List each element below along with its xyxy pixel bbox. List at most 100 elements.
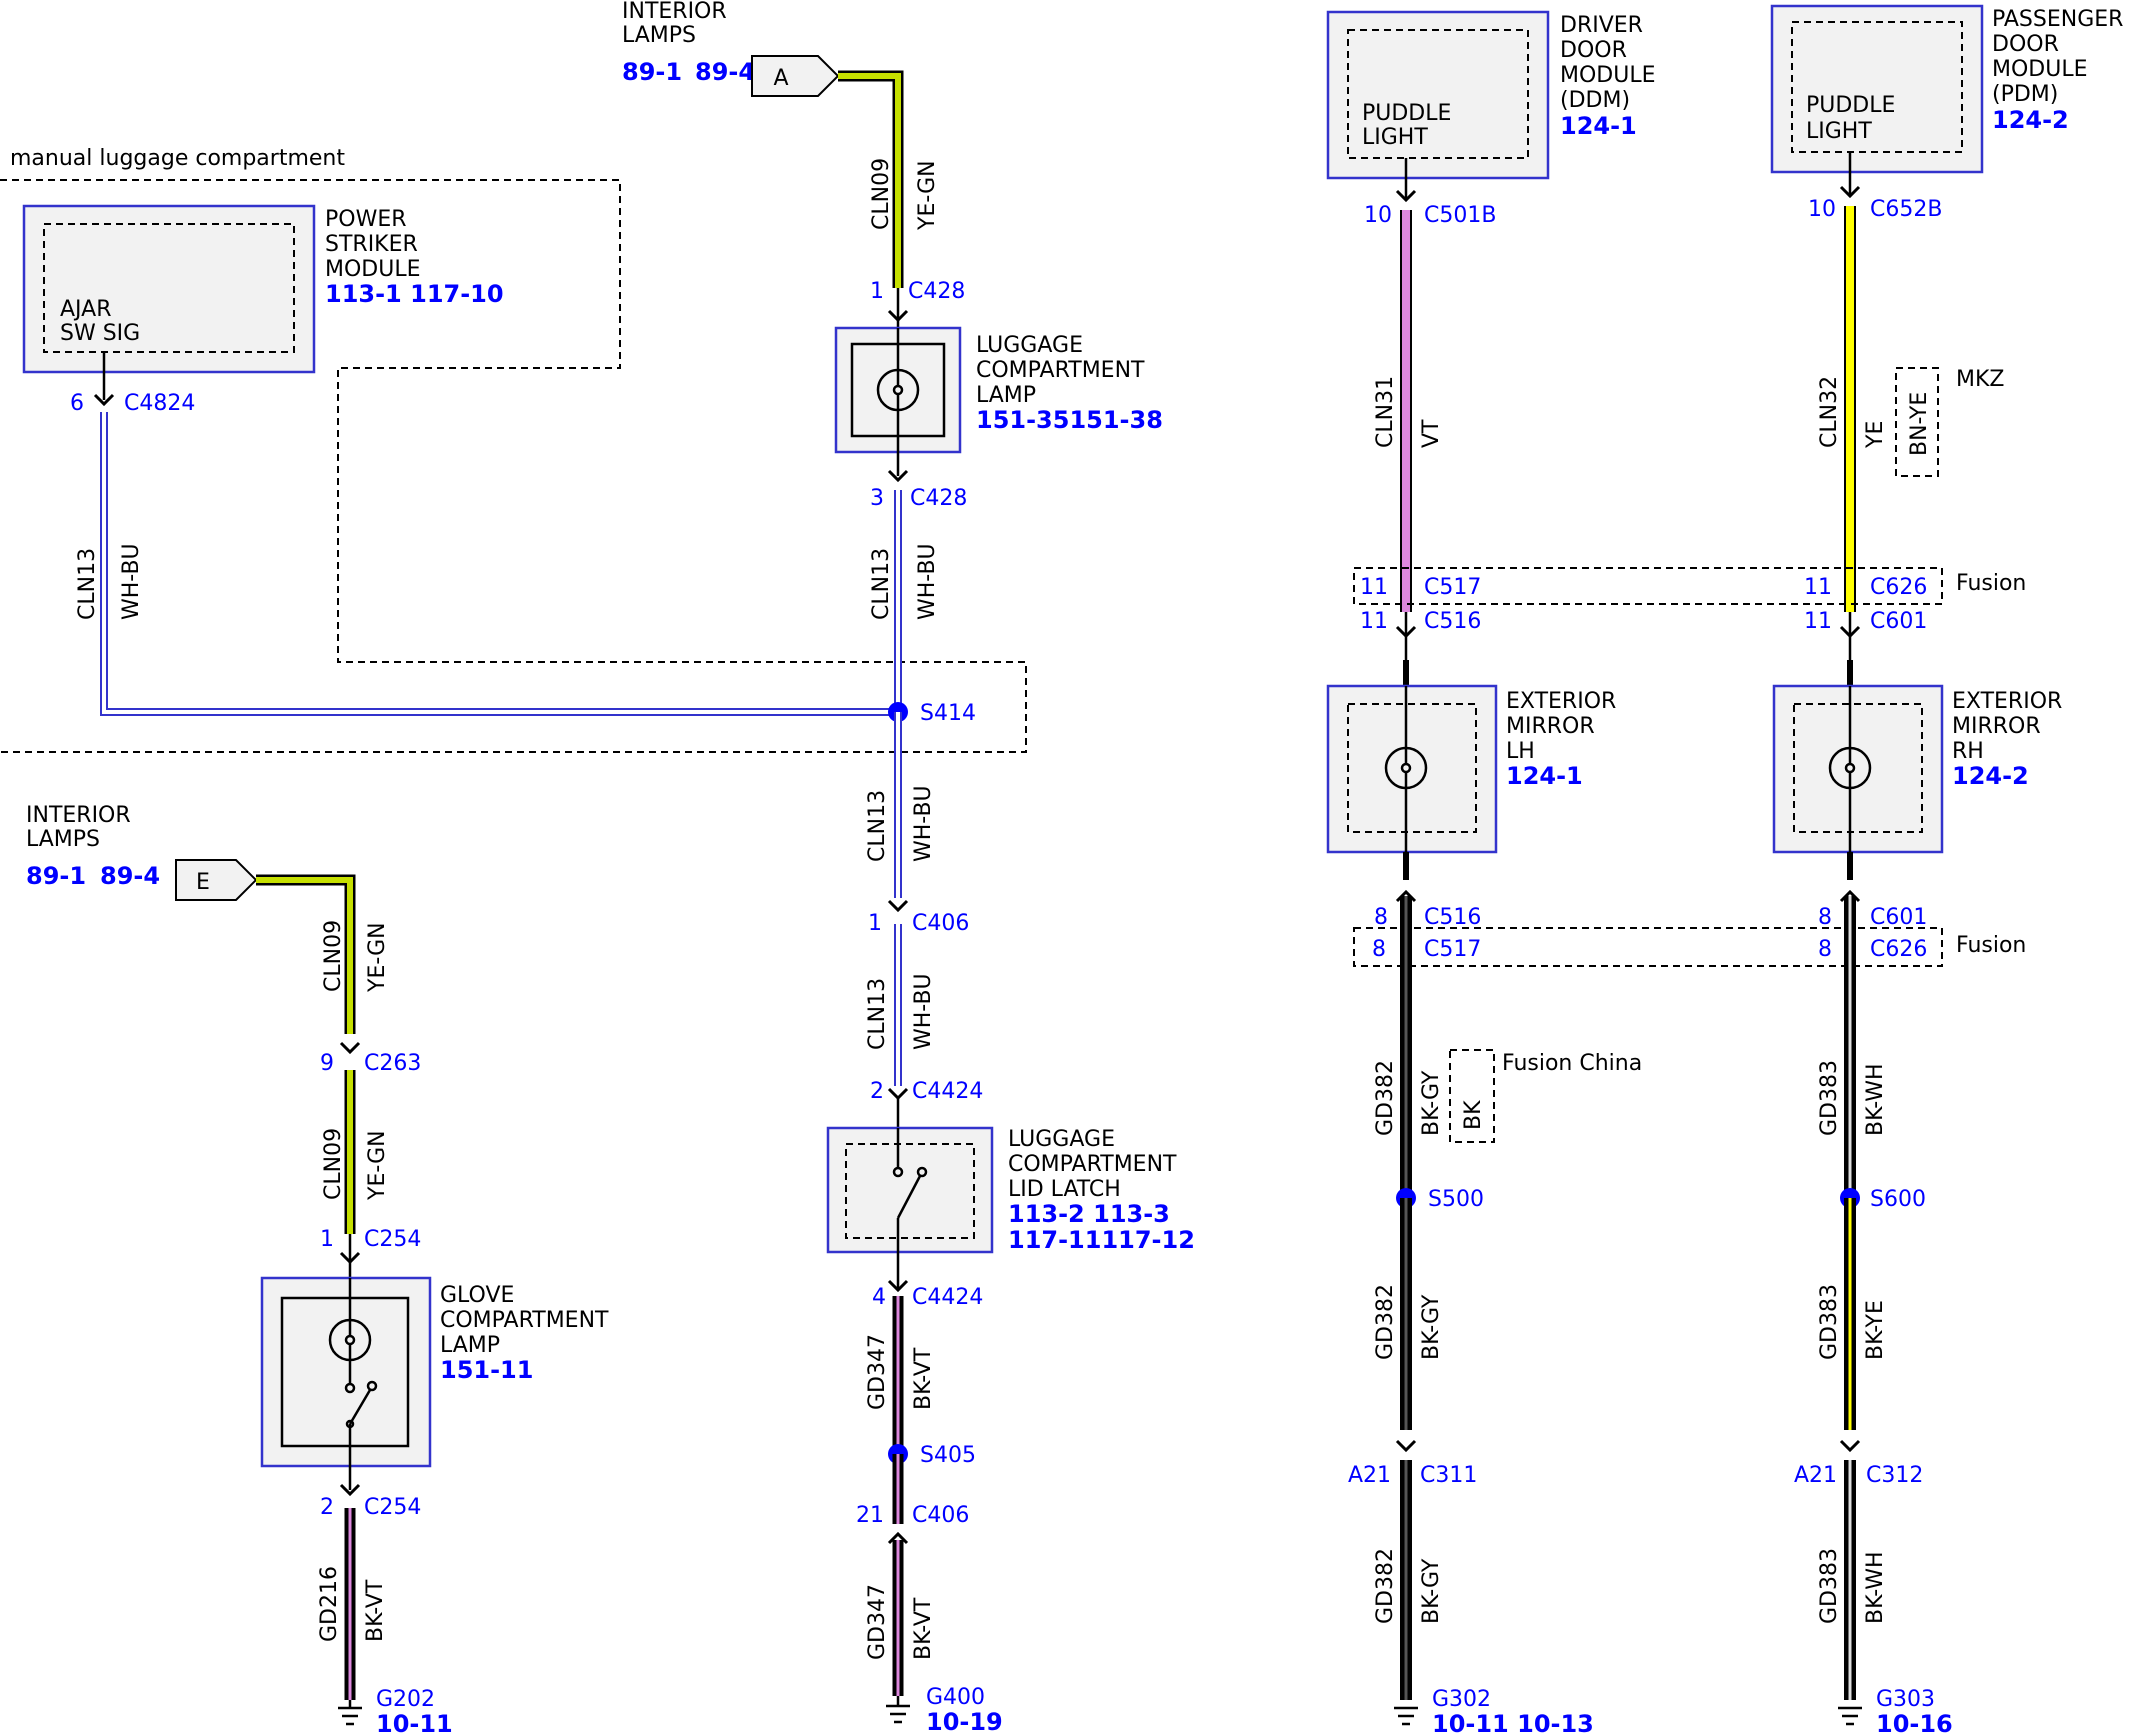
wire-gd382-b: GD382 BK-GY [1373,1198,1444,1452]
svg-text:124-1: 124-1 [1560,112,1637,140]
svg-text:Fusion: Fusion [1956,933,2026,958]
pin-c517-8: 8 C517 [1372,937,1481,962]
svg-text:COMPARTMENT: COMPARTMENT [1008,1152,1177,1177]
pin-c516-8: 8 C516 [1374,905,1481,930]
wire-cln31: CLN31 VT [1373,210,1444,612]
connector-a-ref-2: 89-4 [695,58,755,86]
svg-text:10: 10 [1808,197,1836,222]
svg-text:4: 4 [872,1285,886,1310]
svg-text:C516: C516 [1424,609,1481,634]
pin-c4424-4: 4 C4424 [872,1279,983,1310]
svg-text:1: 1 [870,279,884,304]
svg-text:DRIVER: DRIVER [1560,13,1643,38]
svg-text:11: 11 [1360,609,1388,634]
svg-text:9: 9 [320,1051,334,1076]
svg-text:GD382: GD382 [1373,1284,1398,1360]
svg-text:3: 3 [870,486,884,511]
svg-text:C312: C312 [1866,1463,1923,1488]
pin-c626-8: 8 C626 [1818,937,1927,962]
pin-c254-2: 2 C254 [320,1483,421,1520]
svg-text:S405: S405 [920,1443,976,1468]
svg-text:LH: LH [1506,739,1535,764]
manual-luggage-zone: manual luggage compartment [0,146,1027,753]
svg-text:LID LATCH: LID LATCH [1008,1177,1121,1202]
svg-text:MODULE: MODULE [1992,57,2088,82]
svg-text:C4424: C4424 [912,1079,983,1104]
svg-text:10-11: 10-11 [376,1710,453,1735]
svg-text:CLN13: CLN13 [75,548,100,620]
svg-text:11: 11 [1360,575,1388,600]
svg-text:BK-WH: BK-WH [1863,1063,1888,1136]
wire-gd383-b: GD383 BK-YE [1817,1198,1888,1452]
svg-text:YE-GN: YE-GN [365,922,390,993]
svg-text:Fusion China: Fusion China [1502,1051,1642,1076]
svg-text:GD216: GD216 [317,1566,342,1642]
connector-a: INTERIOR LAMPS 89-1 89-4 A [622,0,840,97]
svg-text:G303: G303 [1876,1687,1935,1712]
wire-gd347-b: GD347 BK-VT [865,1540,936,1696]
power-striker-refs: 113-1 117-10 [325,280,504,308]
wire-cln13-lamp: CLN13 WH-BU [869,490,940,712]
svg-text:LIGHT: LIGHT [1806,119,1872,144]
svg-text:DOOR: DOOR [1992,32,2059,57]
wire-cln13-mid: CLN13 WH-BU [865,712,936,898]
svg-text:151-11: 151-11 [440,1356,533,1384]
svg-text:S414: S414 [920,701,976,726]
svg-text:YE-GN: YE-GN [365,1130,390,1201]
pin-c254-1: 1 C254 [320,1227,421,1278]
svg-text:INTERIOR: INTERIOR [26,803,131,828]
svg-text:VT: VT [1419,419,1444,448]
svg-text:C652B: C652B [1870,197,1942,222]
wire-gd382-c: GD382 BK-GY [1373,1460,1444,1700]
manual-luggage-label: manual luggage compartment [10,146,345,171]
svg-text:GD383: GD383 [1817,1548,1842,1624]
fusion-band-upper: Fusion [1353,567,2026,605]
power-striker-module: AJAR SW SIG POWER STRIKER MODULE 113-1 1… [22,204,504,400]
svg-text:124-2: 124-2 [1992,106,2069,134]
svg-text:1: 1 [868,911,882,936]
svg-text:C406: C406 [912,1503,969,1528]
svg-text:89-1: 89-1 [26,862,86,890]
mirror-rh-lower-stub [1839,852,1861,903]
pin-c626-11: 11 C626 [1804,575,1927,600]
wire-gd383-c: GD383 BK-WH [1817,1460,1888,1700]
pin-c428-3: 3 C428 [870,469,967,511]
svg-text:C517: C517 [1424,937,1481,962]
svg-text:COMPARTMENT: COMPARTMENT [440,1308,609,1333]
svg-text:21: 21 [856,1503,884,1528]
svg-text:EXTERIOR: EXTERIOR [1952,689,2062,714]
svg-text:MIRROR: MIRROR [1506,714,1595,739]
svg-text:RH: RH [1952,739,1984,764]
svg-text:BK-GY: BK-GY [1419,1070,1444,1136]
wire-cln09-top: CLN09 YE-GN [838,70,940,288]
svg-text:GD383: GD383 [1817,1060,1842,1136]
svg-text:8: 8 [1818,937,1832,962]
pin-c517-11: 11 C517 [1360,575,1481,600]
svg-text:C311: C311 [1420,1463,1477,1488]
svg-text:LAMP: LAMP [440,1333,500,1358]
luggage-lamp-name-2: COMPARTMENT [976,358,1145,383]
svg-text:G202: G202 [376,1687,435,1712]
svg-text:BK-YE: BK-YE [1863,1300,1888,1360]
svg-text:MIRROR: MIRROR [1952,714,2041,739]
svg-text:DOOR: DOOR [1560,38,1627,63]
wire-cln09-top-color: YE-GN [915,160,940,231]
svg-text:BK-VT: BK-VT [911,1347,936,1410]
svg-text:PASSENGER: PASSENGER [1992,7,2123,32]
svg-text:BK-GY: BK-GY [1419,1558,1444,1624]
connector-a-flag [751,55,840,97]
svg-text:GD383: GD383 [1817,1284,1842,1360]
svg-text:C626: C626 [1870,575,1927,600]
svg-text:BK: BK [1461,1100,1486,1130]
svg-text:A21: A21 [1794,1463,1837,1488]
pin-c428-1: 1 C428 [870,279,965,330]
svg-text:C626: C626 [1870,937,1927,962]
power-striker-inner-2: SW SIG [60,321,140,346]
wire-cln09-top-circuit: CLN09 [869,158,894,230]
svg-text:C517: C517 [1424,575,1481,600]
pin-c406-1: 1 C406 [868,899,969,936]
svg-text:C601: C601 [1870,905,1927,930]
passenger-door-module: PUDDLE LIGHT PASSENGER DOOR MODULE (PDM)… [1770,4,2123,196]
svg-text:GD382: GD382 [1373,1060,1398,1136]
svg-text:A21: A21 [1348,1463,1391,1488]
